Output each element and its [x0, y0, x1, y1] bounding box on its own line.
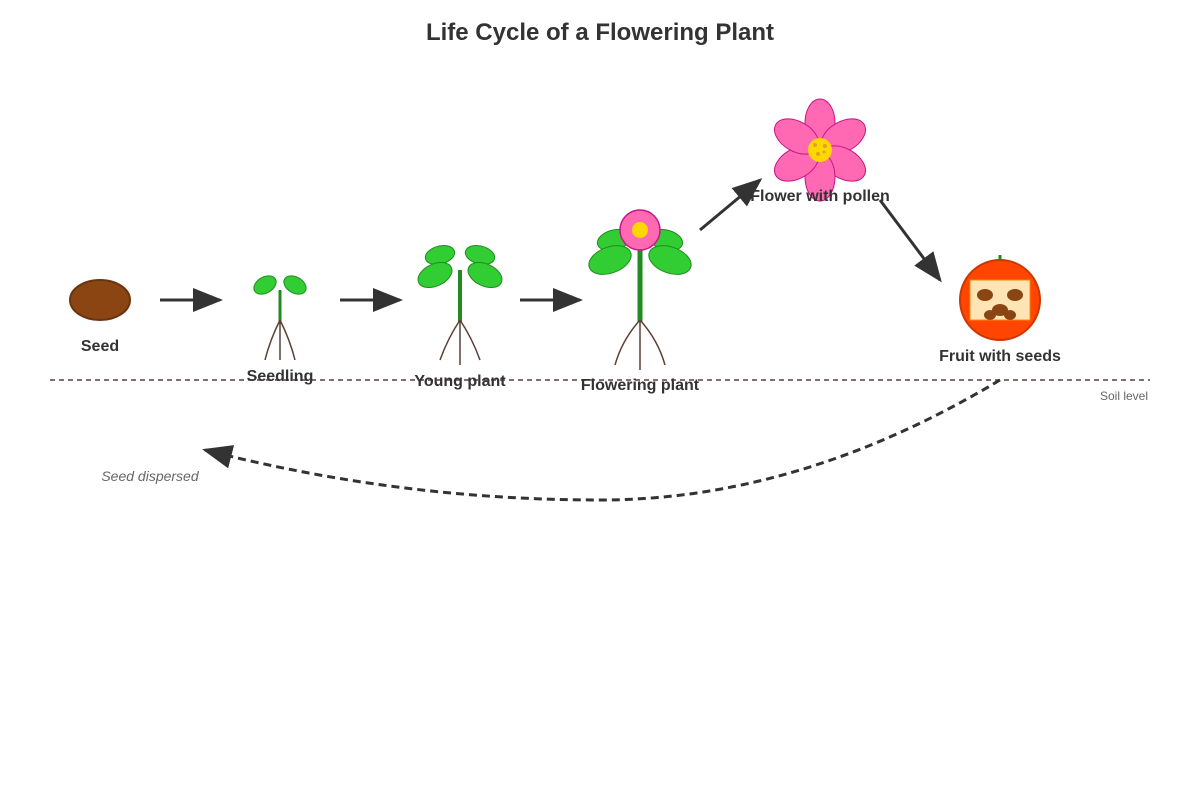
seed-label: Seed [81, 338, 119, 355]
fruit-with-seeds-illustration [959, 255, 1041, 341]
seed-dispersed-label: Seed dispersed [101, 468, 200, 484]
seedling-label: Seedling [247, 368, 314, 385]
fruit-with-seeds-label: Fruit with seeds [939, 348, 1061, 365]
young-plant-label: Young plant [414, 373, 506, 390]
arrow-seed-dispersal [202, 378, 1001, 502]
young-plant-illustration [417, 244, 503, 365]
flowering-plant-illustration [588, 209, 692, 370]
diagram-title: Life Cycle of a Flowering Plant [426, 19, 774, 46]
seedling-illustration [253, 275, 307, 361]
flowering-plant-label: Flowering plant [581, 377, 700, 394]
flower-with-pollen-label: Flower with pollen [750, 188, 890, 205]
seed-illustration [69, 279, 131, 321]
flower-with-pollen-illustration [774, 98, 866, 202]
soil-level-label: Soil level [1100, 389, 1148, 403]
arrow-flower-to-fruit [878, 199, 942, 283]
arrow-to-flower-closeup [699, 178, 763, 232]
